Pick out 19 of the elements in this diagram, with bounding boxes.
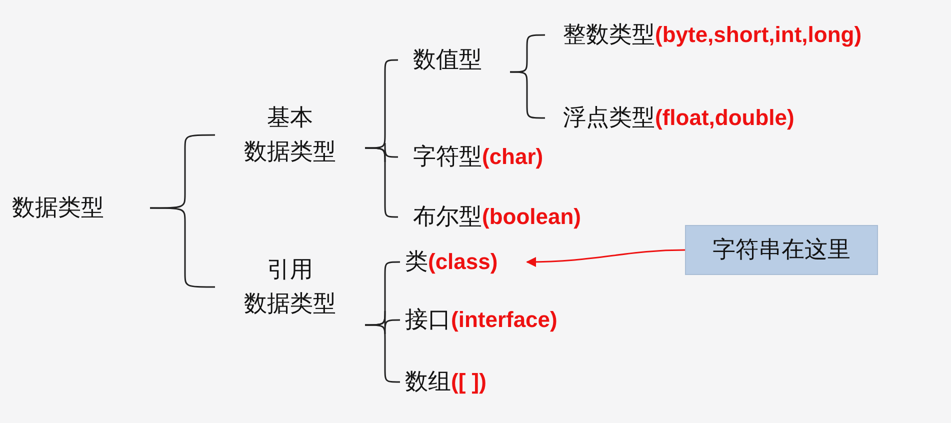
brace [150,207,215,288]
category-label: 字符型(char) [398,139,598,175]
brace [365,324,400,383]
category-label: 类(class) [400,244,527,280]
category-label: 布尔型(boolean) [398,199,638,235]
brace [365,310,400,335]
brace [510,71,545,119]
category-label: 基本数据类型 [215,98,365,172]
category-label: 接口(interface) [400,302,600,338]
category-label: 数据类型 [8,183,150,233]
callout-box: 字符串在这里 [685,225,878,275]
brace [510,34,545,73]
category-label: 数值型 [398,42,510,78]
arrow [526,249,686,267]
category-label: 整数类型(byte,short,int,long) [545,17,935,53]
category-label: 数组([ ]) [400,364,530,400]
category-label: 浮点类型(float,double) [545,100,865,136]
brace [150,134,215,209]
category-label: 引用数据类型 [215,245,365,329]
